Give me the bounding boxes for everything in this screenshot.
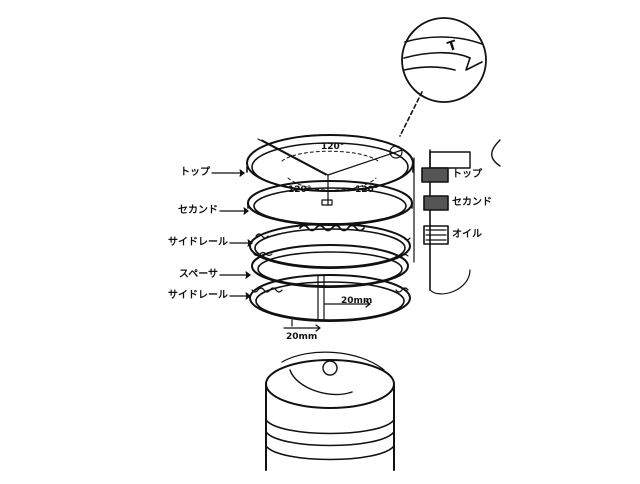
- lower-side-rail: [249, 274, 411, 327]
- label-right-second: セカンド: [452, 197, 492, 208]
- cylinder-section: [413, 139, 501, 295]
- label-right-oil: オイル: [452, 229, 482, 240]
- upper-side-rail: [249, 223, 411, 269]
- angle-label-left: 120°: [288, 185, 312, 195]
- detail-magnifier: [399, 17, 487, 137]
- top-ring: [246, 134, 414, 206]
- second-ring: [247, 180, 413, 226]
- spacer-ring: [251, 244, 409, 321]
- gap-offset-upper: 20mm: [341, 296, 373, 306]
- label-side-rail-upper: サイドレール: [168, 237, 228, 248]
- label-right-top: トップ: [452, 169, 482, 180]
- dimension-arrows: [283, 300, 371, 332]
- angle-label-right: 120°: [355, 185, 379, 195]
- label-side-rail-lower: サイドレール: [168, 290, 228, 301]
- piston: [265, 351, 395, 471]
- left-label-arrows: [211, 169, 253, 300]
- angle-label-top: 120°: [321, 142, 345, 152]
- label-second-ring: セカンド: [178, 205, 218, 216]
- label-spacer: スペーサ: [178, 269, 218, 280]
- label-top-ring: トップ: [180, 167, 210, 178]
- gap-offset-lower: 20mm: [286, 332, 318, 342]
